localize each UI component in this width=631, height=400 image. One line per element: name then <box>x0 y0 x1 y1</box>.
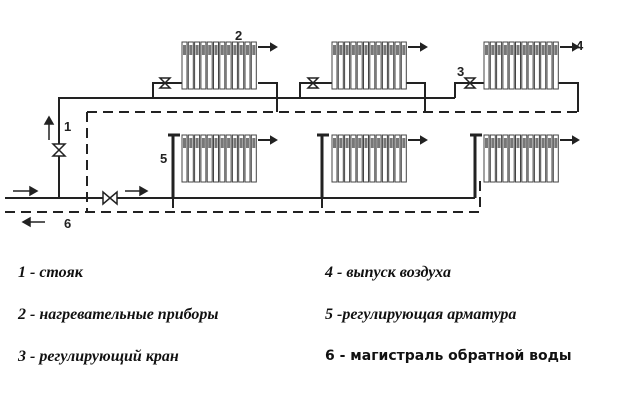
arrow-up-icon <box>43 115 55 140</box>
radiator-icon <box>181 134 278 183</box>
air-vent-icon <box>258 135 278 145</box>
arrow-right-icon <box>13 185 39 197</box>
air-vent-icon <box>560 135 580 145</box>
valve-icon <box>51 143 67 157</box>
valve-icon <box>158 77 172 89</box>
branch-pipes <box>152 82 579 112</box>
legend-item-6: 6 - магистраль обратной воды <box>325 348 572 364</box>
regulators <box>168 133 482 198</box>
radiator-icon <box>483 134 580 183</box>
air-vent-icon <box>408 135 428 145</box>
air-vent-icon <box>258 42 278 52</box>
air-vent-icon <box>560 42 580 52</box>
callout-5: 5 <box>160 151 167 166</box>
valve-icon <box>102 190 118 206</box>
callout-4: 4 <box>576 38 584 53</box>
legend-item-2: 2 - нагревательные приборы <box>18 306 219 323</box>
supply-pipe <box>5 97 475 199</box>
piping-schematic: 1 2 3 4 5 6 <box>5 28 584 231</box>
callout-1: 1 <box>64 119 71 134</box>
callout-6: 6 <box>64 216 71 231</box>
air-vent-icon <box>408 42 428 52</box>
legend-item-5: 5 -регулирующая арматура <box>325 306 517 323</box>
legend-item-4: 4 - выпуск воздуха <box>325 264 451 281</box>
return-pipe <box>5 111 578 213</box>
valve-icon <box>463 77 477 89</box>
valve-icon <box>306 77 320 89</box>
arrow-left-icon <box>21 216 45 228</box>
radiator-icon <box>331 41 428 90</box>
radiator-icon <box>483 41 580 90</box>
radiator-icon <box>331 134 428 183</box>
arrow-right-icon <box>125 185 149 197</box>
callout-3: 3 <box>457 64 464 79</box>
radiator-icon <box>181 41 278 90</box>
legend-item-1: 1 - стояк <box>18 264 83 281</box>
legend-item-3: 3 - регулирующий кран <box>18 348 179 365</box>
callout-2: 2 <box>235 28 242 43</box>
